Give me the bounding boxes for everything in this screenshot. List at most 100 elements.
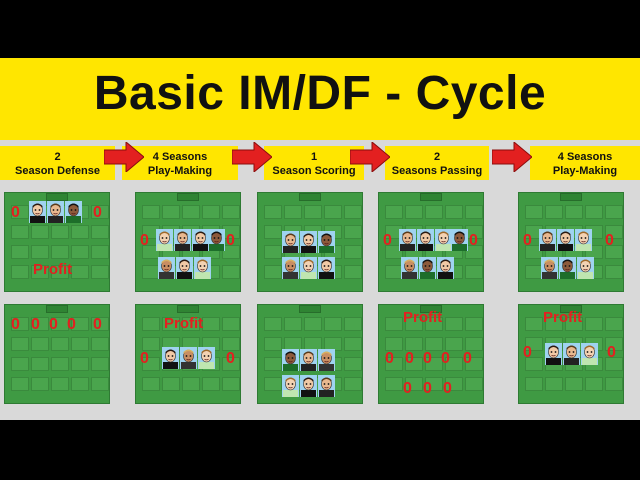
player-avatar [557, 229, 574, 251]
position-slot [31, 357, 49, 371]
position-slot [385, 317, 403, 331]
empty-slot-zero: 0 [67, 316, 76, 333]
position-slot [405, 317, 423, 331]
player-avatar [300, 257, 317, 279]
stage-label-line1: 1 [310, 151, 318, 163]
position-slot [605, 225, 623, 239]
position-slot [222, 265, 240, 279]
empty-slot-zero: 0 [49, 316, 58, 333]
formation-pitch-top-3 [257, 192, 363, 292]
player-avatar [300, 375, 317, 397]
position-slot [91, 357, 109, 371]
position-slot [202, 377, 220, 391]
position-slot [605, 205, 623, 219]
player-avatar [539, 229, 556, 251]
player-avatar [581, 343, 598, 365]
player-avatar [401, 257, 418, 279]
right-arrow-icon [492, 142, 532, 172]
stage-label-line2: Seasons Passing [391, 165, 483, 177]
empty-slot-zero: 0 [93, 204, 102, 221]
goal-area [560, 193, 582, 201]
position-slot [71, 377, 89, 391]
player-avatar [282, 375, 299, 397]
position-slot [385, 205, 403, 219]
position-slot [264, 317, 282, 331]
position-slot [162, 317, 180, 331]
position-slot [202, 205, 220, 219]
player-avatar [198, 347, 215, 369]
position-slot [585, 205, 603, 219]
player-avatar [300, 231, 317, 253]
position-slot [585, 377, 603, 391]
goal-area [177, 193, 199, 201]
position-slot [71, 317, 89, 331]
empty-slot-zero: 0 [469, 232, 478, 249]
position-slot [222, 377, 240, 391]
position-slot [51, 357, 69, 371]
position-slot [51, 225, 69, 239]
position-slot [142, 357, 160, 371]
empty-slot-zero: 0 [31, 316, 40, 333]
position-slot [142, 245, 160, 259]
position-slot [51, 337, 69, 351]
stage-label-line1: 2 [54, 151, 61, 163]
position-slot [605, 377, 623, 391]
player-avatar [176, 257, 193, 279]
position-slot [425, 337, 443, 351]
stage-label-line2: Play-Making [147, 165, 213, 177]
position-slot [385, 357, 403, 371]
position-slot [31, 337, 49, 351]
goal-area [299, 193, 321, 201]
profit-label: Profit [164, 315, 204, 332]
position-slot [385, 245, 403, 259]
player-avatar [575, 229, 592, 251]
empty-slot-zero: 0 [605, 232, 614, 249]
position-slot [445, 205, 463, 219]
position-slot [91, 377, 109, 391]
position-slot [304, 317, 322, 331]
position-slot [445, 337, 463, 351]
position-slot [71, 357, 89, 371]
player-avatar [194, 257, 211, 279]
position-slot [405, 337, 423, 351]
goal-area [420, 193, 442, 201]
stage-label-line2: Season Defense [15, 165, 100, 177]
position-slot [11, 317, 29, 331]
player-avatar [192, 229, 209, 251]
profit-label: Profit [543, 309, 583, 326]
position-slot [344, 265, 362, 279]
empty-slot-zero: 0 [93, 316, 102, 333]
position-slot [605, 357, 623, 371]
goal-area [420, 305, 442, 313]
position-slot [445, 357, 463, 371]
title-bar: Basic IM/DF - Cycle [0, 58, 640, 140]
position-slot [425, 205, 443, 219]
player-avatar [282, 257, 299, 279]
position-slot [465, 265, 483, 279]
position-slot [344, 337, 362, 351]
empty-slot-zero: 0 [463, 350, 472, 367]
position-slot [264, 205, 282, 219]
position-slot [91, 317, 109, 331]
profit-label: Profit [403, 309, 443, 326]
player-avatar [545, 343, 562, 365]
stage-label-line2: Season Scoring [272, 165, 356, 177]
player-avatar [300, 349, 317, 371]
position-slot [545, 377, 563, 391]
position-slot [344, 205, 362, 219]
player-avatar [577, 257, 594, 279]
position-slot [31, 245, 49, 259]
player-avatar [451, 229, 468, 251]
position-slot [91, 337, 109, 351]
position-slot [425, 377, 443, 391]
position-slot [51, 377, 69, 391]
position-slot [385, 337, 403, 351]
position-slot [344, 245, 362, 259]
stage-label-line1: 4 Seasons [152, 151, 208, 163]
position-slot [182, 317, 200, 331]
